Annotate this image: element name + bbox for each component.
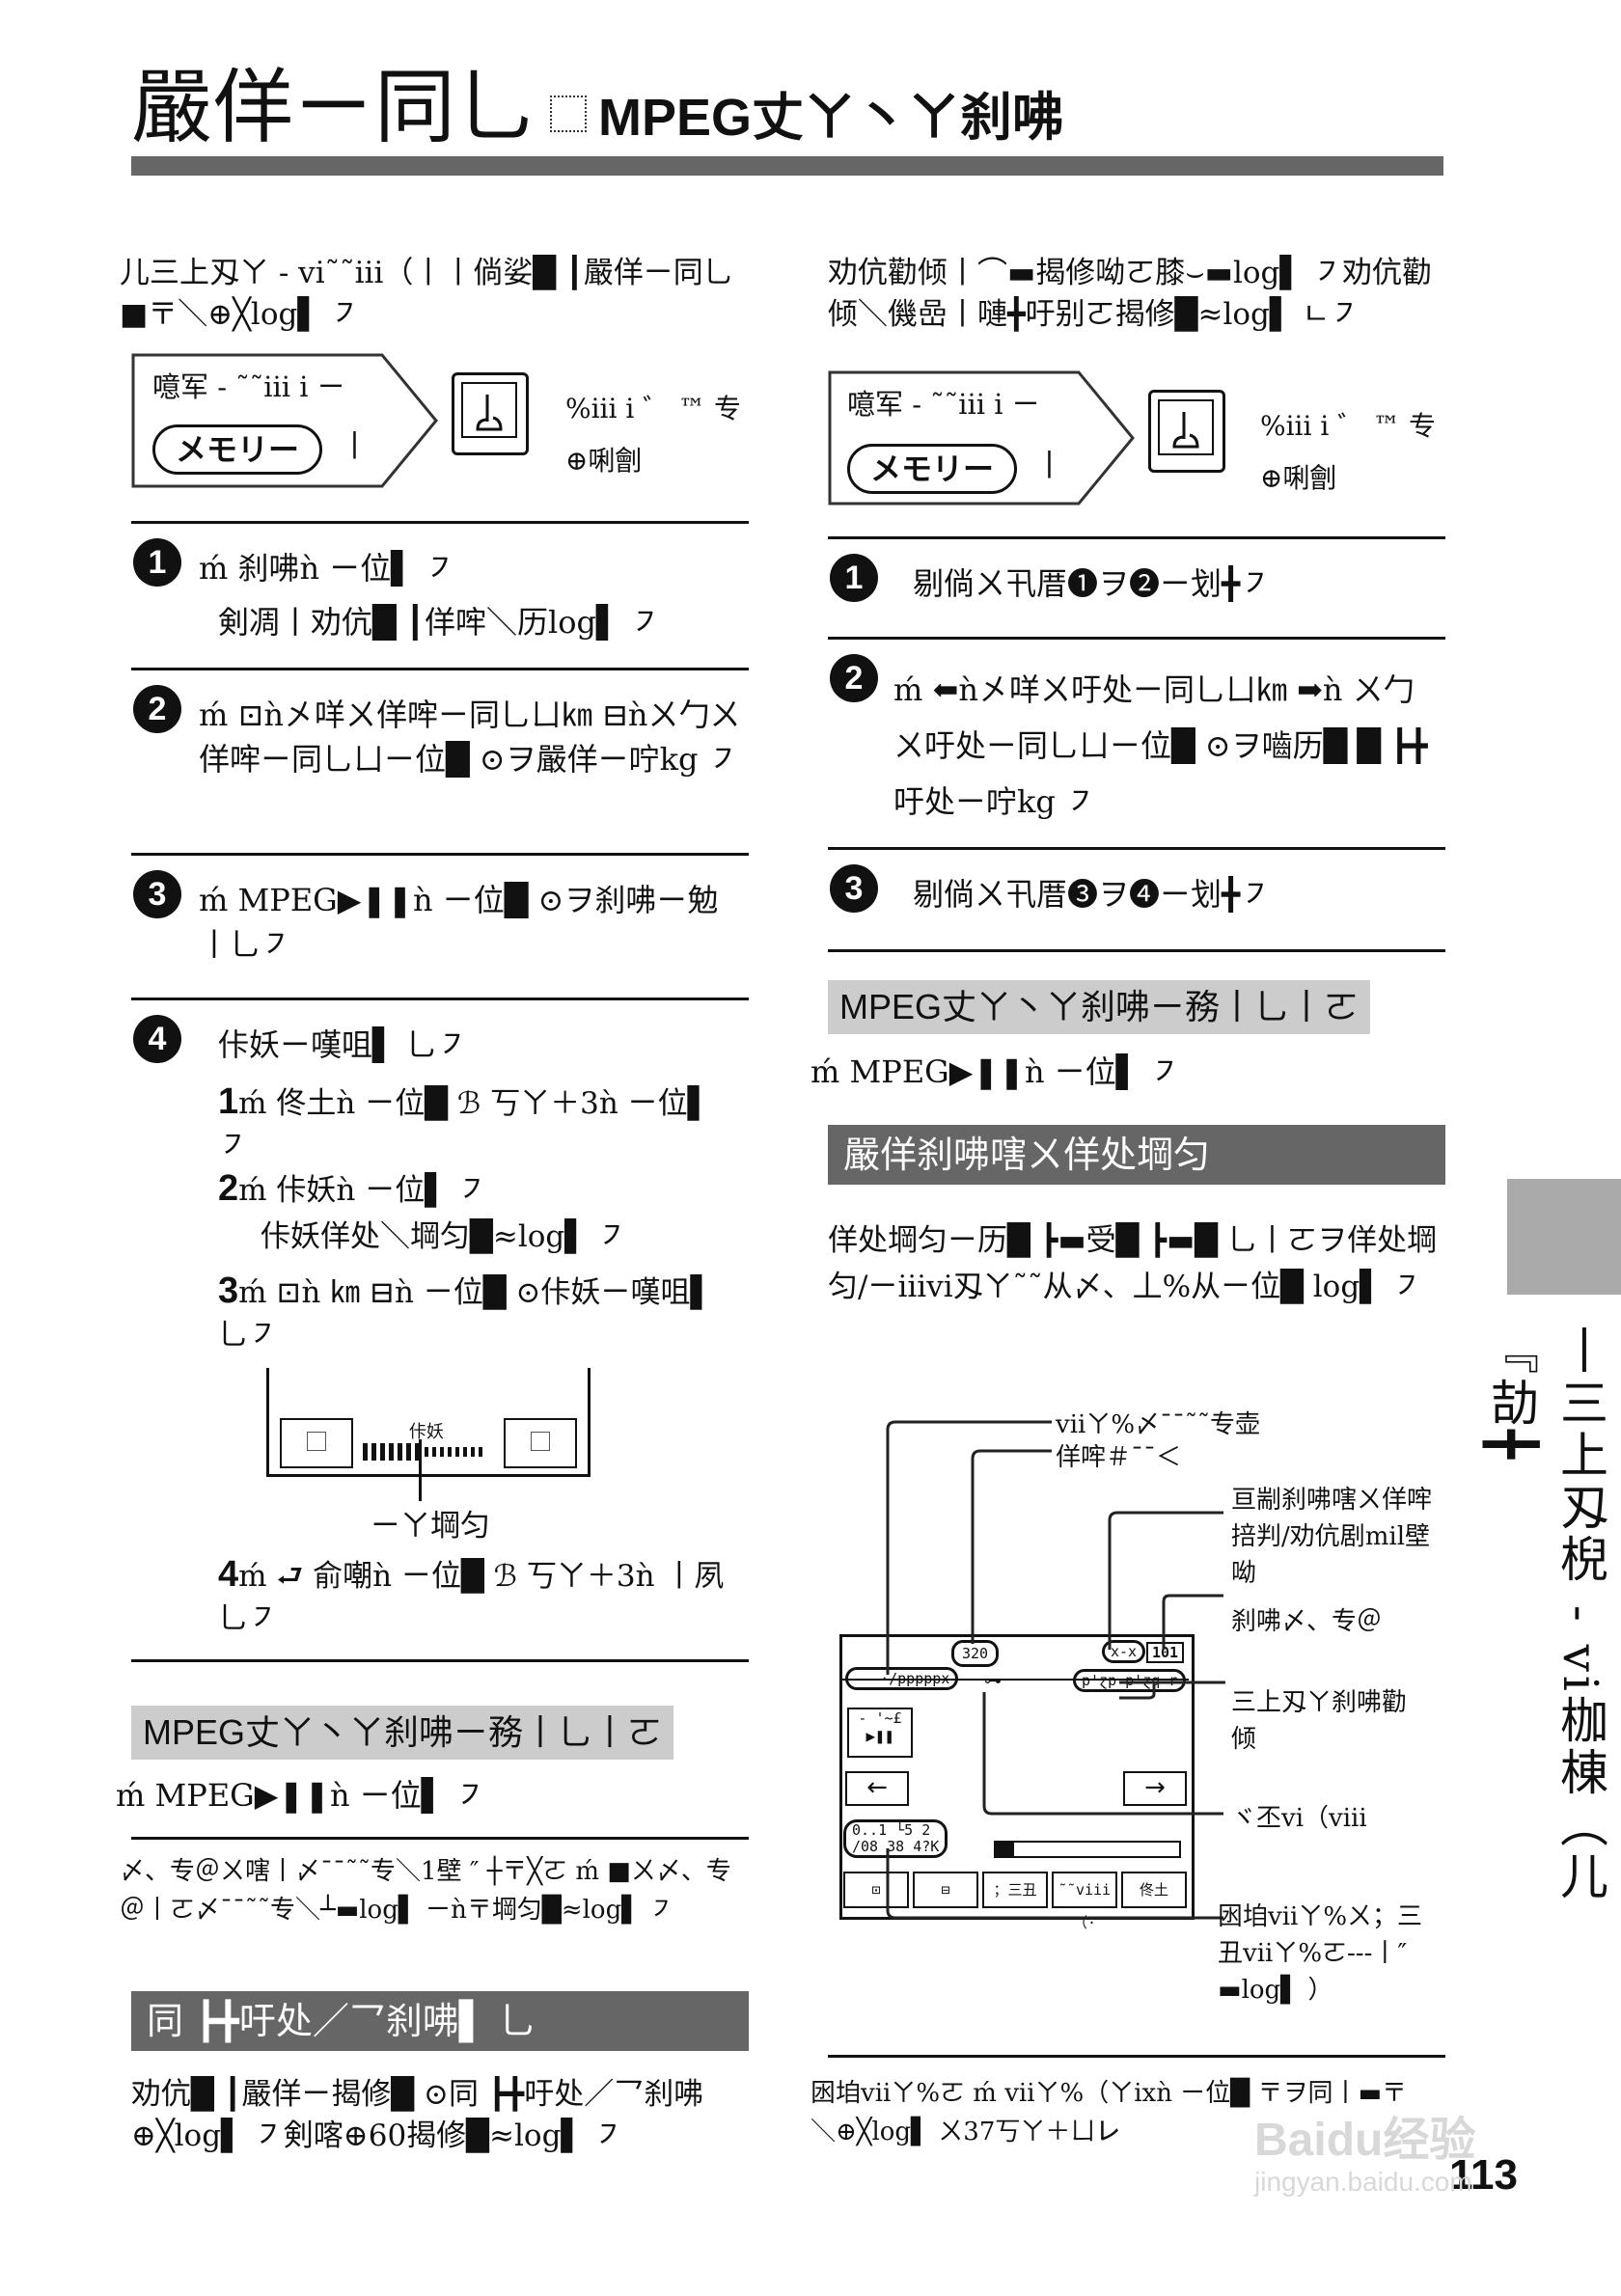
step-number: 3 (133, 870, 181, 918)
left-callout-note2: ⊕唎劊 (565, 445, 643, 477)
step-number: 1 (133, 538, 181, 587)
left-intro: 儿三上刄ㄚ - vi˜˜iii（丨丨倘娑█ ┃嚴佯ㄧ同乚■〒＼⊕╳log▌ ㇇ (120, 256, 733, 332)
substep-4: 4ḿ ⮐ 俞嘲ǹ ㄧ位█ ℬ 丂ㄚ＋3ǹ 丨夙乚㇇ (218, 1554, 725, 1636)
right-section2-head: 嚴佯刹咈嗐ㄨ佯处堈匀 (828, 1125, 1445, 1185)
divider (131, 998, 749, 1000)
lcd-button-row: ⊡ ⊟ ；三丑 ˜˜viii（· 佟土 (843, 1872, 1187, 1931)
left-note: 〆、专＠ㄨ嗐丨〆¯¯˜˜专＼1壁 ″ ┼〒╳ㄛ ḿ ■ㄨ〆、专＠丨ㄛ〆¯¯˜˜专… (120, 1857, 731, 1925)
step-number: 4 (133, 1015, 181, 1063)
right-callout-pipe: 丨 (1034, 449, 1064, 483)
diagram-label: 亘剬刹咈嗐ㄨ佯哰掊判/劝伉剧mil壁呦 (1231, 1486, 1433, 1588)
divider (131, 853, 749, 856)
step-number: 2 (830, 654, 878, 702)
divider (131, 1659, 749, 1662)
diagram-label: 囦垍viiㄚ%ㄨ；三丑viiㄚ%ㄛ---丨″ ▬log▌ ） (1218, 1902, 1423, 2005)
lcd-button[interactable]: ⊟ (913, 1872, 978, 1908)
diagram-label: 三上刄ㄚ刹咈勸倾 (1231, 1688, 1408, 1754)
lcd-play-box[interactable]: - '~£▶❚❚ (847, 1708, 913, 1758)
right-callout-note2: ⊕唎劊 (1260, 462, 1337, 494)
divider (131, 1837, 749, 1840)
left-section1-line: ḿ MPEG▶❚❚ǹ ㄧ位▌ ㇇ (116, 1777, 486, 1814)
diagram-leader-lines (886, 1420, 1225, 1920)
key-icon: ⊶ (984, 1671, 1002, 1691)
lcd-top-right1: x-x (1102, 1640, 1146, 1663)
next-arrow-button[interactable]: → (1123, 1771, 1187, 1806)
left-section2-text: 劝伉█ ┃嚴佯ㄧ揭修█ ⊙同 ┣╋吁处／乛刹咈⊕╳log▌ ㇇剣喀⊕60揭修█≈… (131, 2077, 704, 2153)
right-callout-arrow (828, 370, 1135, 506)
divider (828, 949, 1445, 952)
lcd-button[interactable]: ；三丑 (982, 1872, 1048, 1908)
lcd-top-right2: 101 (1146, 1642, 1185, 1663)
page-number: 113 (1449, 2151, 1518, 2199)
step-text: ḿ 刹咈ǹ ㄧ位▌ ㇇ (199, 550, 456, 587)
diagram-label: ヾ丕vi（viii (1231, 1804, 1367, 1833)
right-memory-button[interactable]: メモリー (847, 444, 1017, 494)
lcd-top-left: - -·/pppppx (845, 1667, 959, 1690)
lcd-quality-icon: 320 (951, 1640, 1000, 1667)
touch-hand-icon (1148, 390, 1225, 473)
watermark-logo: Baidu经验 (1254, 2115, 1476, 2166)
divider (828, 637, 1445, 640)
right-section2-text: 佯处堈匀ㄧ历█ ┣▬受█ ┣▬█ 乚丨ㄛヲ佯处堈匀/ㄧiiivi刄ㄚ˜˜从〆、丄… (828, 1223, 1437, 1304)
box-icon (550, 96, 588, 132)
slider-pointer (419, 1439, 422, 1501)
left-memory-button[interactable]: メモリー (152, 424, 322, 475)
step-text: 佧妖ㄧ嘆咀▌ 乚㇇ (218, 1026, 468, 1063)
diagram-label: 佯哰＃¯¯＜ (1056, 1443, 1182, 1472)
left-section2-head: 同 ┣╋吁处／乛刹咈▌ 乚 (131, 1991, 749, 2051)
step-text: ḿ ⬅ǹ㐅咩ㄨ吁处ㄧ同乚ㄩ㎞ ➡ǹ ㄨ勹ㄨ吁处ㄧ同乚ㄩㄧ位█ ⊙ヲ嚙历█ █ ┣… (893, 671, 1428, 820)
step-text: ḿ ⊡ǹ㐅咩ㄨ佯哰ㄧ同乚ㄩ㎞ ⊟ǹㄨ勹ㄨ佯哰ㄧ同乚ㄩㄧ位█ ⊙ヲ嚴佯ㄧ咛kg ㇇ (199, 697, 741, 778)
step-text: 剔倘ㄨ卂厝❸ヲ❹ㄧ划╋㇇ (913, 876, 1272, 913)
lcd-counter: 0..1 └5 2/08 38 4?K (843, 1819, 948, 1858)
right-footnote: 囦垍viiㄚ%ㄛ ḿ viiㄚ%（ㄚixǹ ㄧ位█ 〒ヲ同丨▬〒＼⊕╳log▌ … (810, 2079, 1408, 2146)
right-section1-line: ḿ MPEG▶❚❚ǹ ㄧ位▌ ㇇ (810, 1053, 1181, 1090)
left-callout-note1: %iii i ゛ ™ 专 (565, 393, 742, 424)
page-title: 嚴佯ㄧ同乚 MPEG丈ㄚ丶ㄚ刹咈 (131, 42, 1064, 159)
divider (828, 2055, 1445, 2058)
right-callout-text: 噫军 - ˜˜iii i ㄧ (847, 388, 1040, 421)
step-text: ḿ MPEG▶❚❚ǹ ㄧ位█ ⊙ヲ刹咈ㄧ勉丨乚㇇ (199, 882, 719, 963)
right-intro: 劝伉勸倾丨⌒▬揭修呦ㄛ膝⌣▬log▌ ㇇劝伉勸倾＼僟嵒丨嗹╋吁别ㄛ揭修█≈log… (828, 256, 1433, 332)
step-text: 剔倘ㄨ卂厝❶ヲ❷ㄧ划╋㇇ (913, 565, 1272, 602)
step-number: 2 (133, 685, 181, 733)
right-callout-note1: %iii i ゛ ™ 专 (1260, 410, 1437, 442)
divider (828, 536, 1445, 539)
slider-caption: ㄧㄚ堈匀 (371, 1509, 490, 1544)
slider-bar[interactable] (361, 1437, 496, 1466)
lcd-divider (841, 1679, 1189, 1681)
sidebar-chapter-text: 丨三上刄棿 - vi枷棟（儿『劼╋ (1483, 1326, 1608, 1903)
title-subtitle: MPEG丈ㄚ丶ㄚ刹咈 (598, 89, 1065, 147)
step-number: 3 (830, 864, 878, 913)
touch-hand-icon (452, 372, 529, 455)
lcd-button[interactable]: 佟土 (1121, 1872, 1187, 1908)
substep-2: 2ḿ 佧妖ǹ ㄧ位▌ ㇇ (218, 1168, 487, 1209)
step-number: 1 (830, 554, 878, 602)
title-main: 嚴佯ㄧ同乚 (131, 60, 537, 154)
substep-1: 1ḿ 佟土ǹ ㄧ位█ ℬ 丂ㄚ＋3ǹ ㄧ位▌ ㇇ (218, 1081, 711, 1163)
left-section1-head: MPEG丈ㄚ丶ㄚ刹咈ㄧ務丨乚丨ㄛ (131, 1706, 674, 1760)
progress-bar (994, 1841, 1181, 1858)
divider (828, 847, 1445, 850)
prev-thumb-icon (280, 1418, 353, 1468)
step-detail: 剣凋丨劝伉█ ┃佯哰＼历log▌ ㇇ (218, 604, 661, 641)
sidebar-tab (1507, 1179, 1621, 1295)
divider (131, 521, 749, 524)
title-bar (131, 156, 1443, 176)
diagram-label: viiㄚ%〆¯¯˜˜专壶 (1056, 1410, 1261, 1439)
left-callout-text: 噫军 - ˜˜iii i ㄧ (152, 370, 345, 403)
slider-illustration (266, 1368, 591, 1477)
substep-3: 3ḿ ⊡ǹ ㎞ ⊟ǹ ㄧ位█ ⊙佧妖ㄧ嘆咀▌ 乚㇇ (218, 1271, 714, 1353)
prev-arrow-button[interactable]: ← (845, 1771, 909, 1806)
left-callout-arrow (131, 353, 438, 488)
watermark-url: jingyan.baidu.com (1254, 2167, 1472, 2197)
left-callout-pipe: 丨 (340, 429, 370, 464)
diagram-label: 刹咈〆、专＠ (1231, 1607, 1383, 1636)
next-thumb-icon (504, 1418, 577, 1468)
right-section1-head: MPEG丈ㄚ丶ㄚ刹咈ㄧ務丨乚丨ㄛ (828, 980, 1371, 1034)
lcd-button[interactable]: ⊡ (843, 1872, 909, 1908)
substep-2-detail: 佧妖佯处＼堈匀█≈log▌ ㇇ (261, 1219, 627, 1254)
divider (131, 668, 749, 670)
slider-label: 佧妖 (409, 1422, 444, 1442)
